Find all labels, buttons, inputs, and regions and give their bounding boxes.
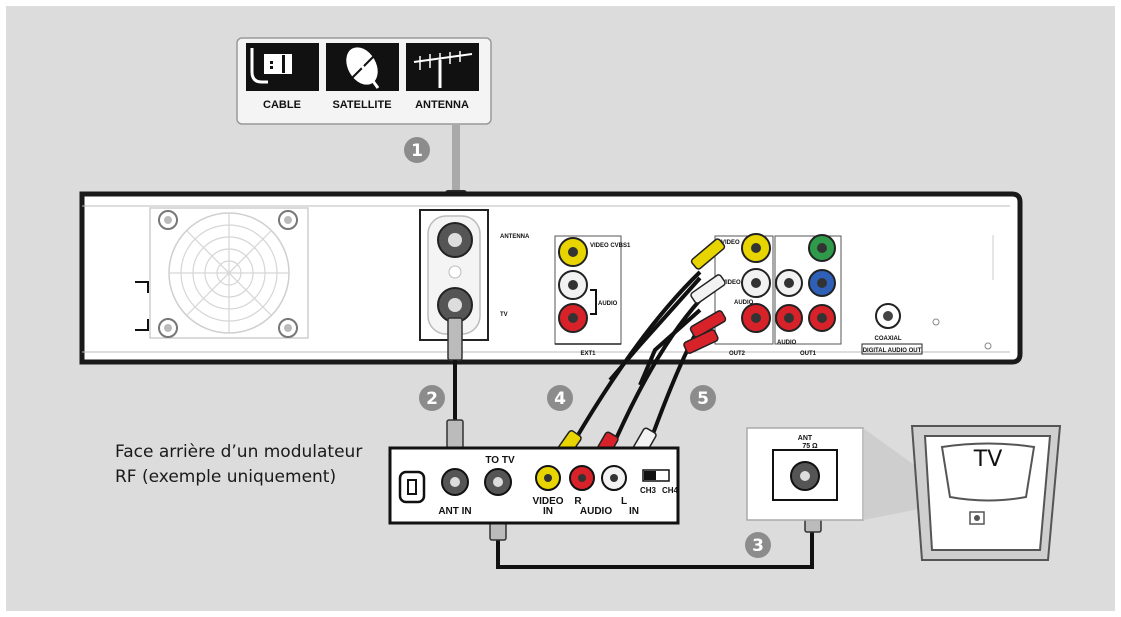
recorder-rear-panel: ANTENNA TV VIDEO CVBS1 AUDIO EXT1 VI [79, 191, 1023, 365]
modulator-caption: Face arrière d’un modulateur RF (exemple… [115, 440, 400, 490]
svg-text:2: 2 [426, 389, 438, 409]
tv-jack-label: TV [500, 312, 508, 318]
out2-audio-label: AUDIO [734, 300, 754, 306]
step-marker-5: 5 [690, 385, 716, 411]
antenna-cable [452, 124, 460, 194]
out1-audio-label: AUDIO [777, 340, 797, 346]
digital-audio-out-label: DIGITAL AUDIO OUT [863, 348, 922, 354]
ext1-panel [554, 235, 622, 345]
svg-text:3: 3 [752, 536, 764, 556]
video-label: VIDEO [532, 496, 563, 507]
svg-text:4: 4 [554, 389, 566, 409]
signal-source-box: CABLE SATELLITE ANTENNA [236, 37, 492, 125]
cable-icon [246, 43, 319, 91]
out2-video-label: VIDEO [721, 240, 740, 246]
out1-label: OUT1 [800, 351, 817, 357]
digital-audio-out [861, 303, 940, 355]
audio-in-label: IN [629, 506, 639, 517]
ext1-video-label: VIDEO CVBS1 [590, 243, 631, 249]
satellite-label: SATELLITE [332, 99, 391, 111]
rf-modulator [388, 446, 680, 525]
tv-ohm-label: 75 Ω [802, 443, 818, 450]
satellite-icon [326, 43, 399, 91]
ext1-audio-label: AUDIO [598, 301, 618, 307]
step-marker-1: 1 [404, 137, 430, 163]
ant-in-label: ANT IN [438, 506, 471, 517]
rf-coax-block [419, 209, 489, 341]
av-plugs-recorder [683, 238, 727, 354]
cooling-fan [149, 207, 309, 339]
tv-set [910, 425, 1062, 561]
to-tv-label: TO TV [485, 455, 515, 466]
out1-panel [774, 234, 842, 345]
ext1-label: EXT1 [580, 351, 596, 357]
step-marker-4: 4 [547, 385, 573, 411]
out2-panel [714, 233, 774, 345]
audio-label: AUDIO [580, 506, 612, 517]
tv-label: TV [973, 447, 1003, 472]
caption-line-1: Face arrière d’un modulateur [115, 442, 363, 462]
audio-r-label: R [574, 496, 582, 507]
coax-plug-recorder [447, 317, 463, 361]
ch4-label: CH4 [662, 486, 679, 495]
antenna-icon [406, 43, 479, 91]
cable-label: CABLE [263, 99, 301, 111]
video-in-label: IN [543, 506, 553, 517]
caption-line-2: RF (exemple uniquement) [115, 467, 337, 487]
step-marker-2: 2 [419, 385, 445, 411]
svg-text:5: 5 [697, 389, 709, 409]
out2-label: OUT2 [729, 351, 746, 357]
tv-ant-label: ANT [798, 435, 813, 442]
coax-cable-3 [496, 528, 814, 569]
coaxial-label: COAXIAL [875, 336, 902, 342]
antenna-label: ANTENNA [415, 99, 469, 111]
step-marker-3: 3 [745, 532, 771, 558]
audio-l-label: L [621, 496, 627, 507]
ch3-label: CH3 [640, 486, 657, 495]
svg-text:1: 1 [411, 141, 423, 161]
out2-svideo-label: S-VIDEO [716, 280, 741, 286]
antenna-jack-label: ANTENNA [500, 234, 530, 240]
